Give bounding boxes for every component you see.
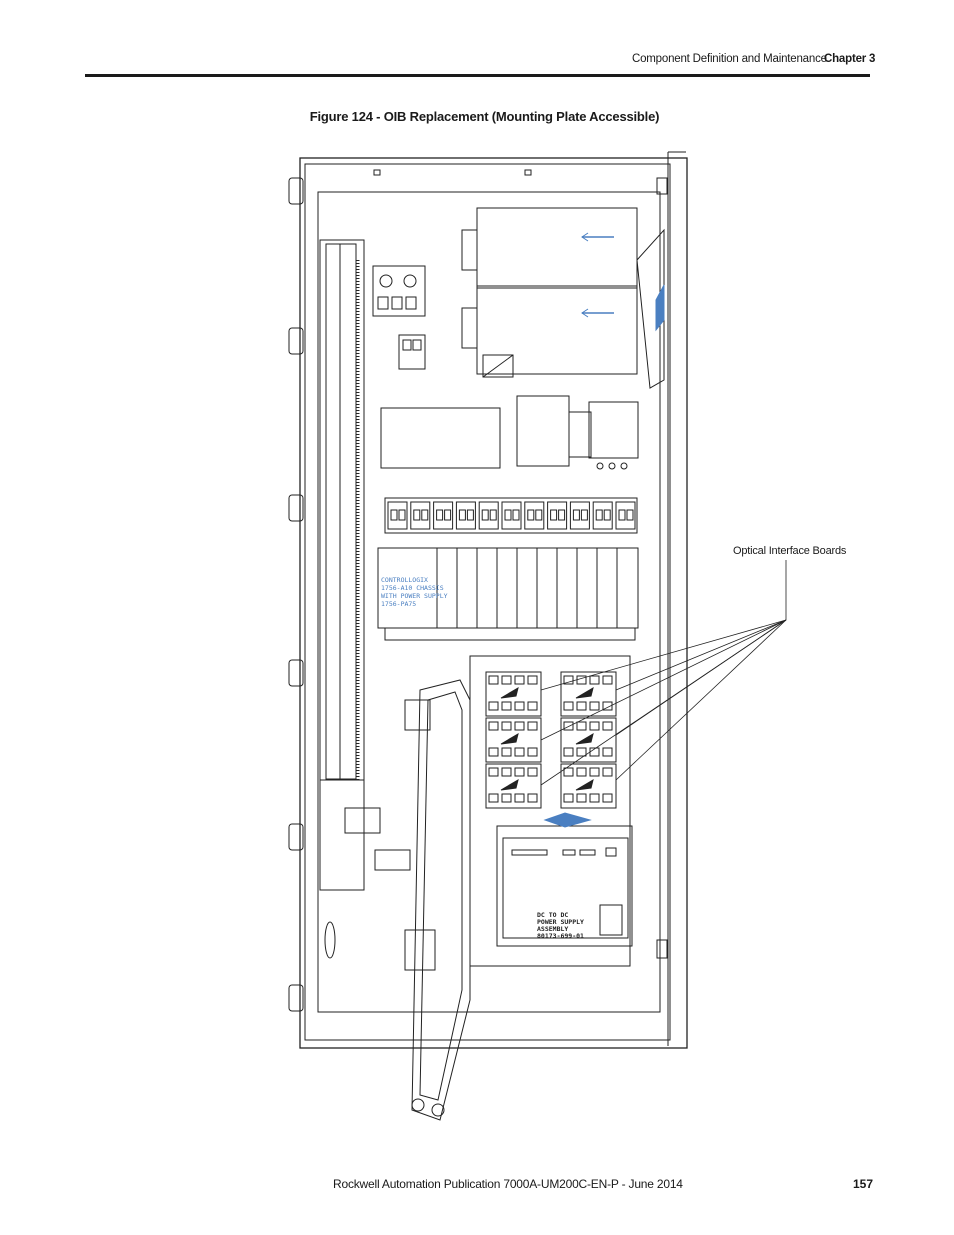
plc-label-line-2: 1756-A10 CHASSIS bbox=[381, 584, 444, 592]
plc-label-line-4: 1756-PA75 bbox=[381, 600, 416, 608]
figure-caption: Figure 124 - OIB Replacement (Mounting P… bbox=[309, 109, 660, 124]
optical-interface-board bbox=[560, 763, 617, 809]
relay bbox=[501, 501, 522, 530]
psu-label-line-3: ASSEMBLY bbox=[537, 925, 568, 933]
header-section-title: Component Definition and Maintenance bbox=[632, 53, 827, 65]
middle-components bbox=[380, 395, 639, 470]
relay bbox=[387, 501, 408, 530]
controllogix-chassis bbox=[377, 547, 639, 641]
relay bbox=[547, 501, 568, 530]
psu-label-line-2: POWER SUPPLY bbox=[537, 918, 584, 926]
psu-label-line-4: 80173-699-01 bbox=[537, 932, 584, 940]
callout-leader bbox=[615, 619, 787, 781]
psu-label-line-1: DC TO DC bbox=[537, 911, 568, 919]
callout-leader bbox=[540, 619, 787, 691]
optical-interface-board bbox=[485, 763, 542, 809]
plc-chassis-label: CONTROLLOGIX 1756-A10 CHASSIS WITH POWER… bbox=[381, 576, 448, 608]
callout-leader bbox=[540, 619, 787, 786]
optical-interface-board bbox=[485, 671, 542, 717]
oib-area bbox=[469, 655, 631, 967]
open-door-panel bbox=[324, 679, 471, 1121]
header-rule bbox=[85, 74, 870, 77]
optical-interface-board bbox=[560, 671, 617, 717]
dc-dc-power-supply bbox=[496, 812, 633, 947]
relay bbox=[433, 501, 454, 530]
page-number: 157 bbox=[853, 1177, 874, 1191]
callout-leader bbox=[615, 619, 787, 691]
relay bbox=[569, 501, 590, 530]
callout-leader-lines bbox=[540, 560, 787, 786]
top-power-modules bbox=[461, 207, 665, 389]
callout-leader bbox=[540, 619, 787, 741]
header-chapter: Chapter 3 bbox=[824, 53, 876, 65]
oib-callout-label: Optical Interface Boards bbox=[733, 545, 847, 557]
relay bbox=[455, 501, 476, 530]
relay bbox=[410, 501, 431, 530]
optical-interface-board bbox=[560, 717, 617, 763]
relay bbox=[592, 501, 613, 530]
relay bbox=[524, 501, 545, 530]
plc-label-line-3: WITH POWER SUPPLY bbox=[381, 592, 448, 600]
psu-label: DC TO DC POWER SUPPLY ASSEMBLY 80173-699… bbox=[537, 911, 584, 940]
upper-terminal-blocks bbox=[372, 265, 426, 370]
relay-row bbox=[384, 497, 638, 534]
cabinet-frame bbox=[288, 151, 688, 1049]
left-wireway bbox=[319, 239, 365, 891]
relay bbox=[615, 501, 636, 530]
relay bbox=[478, 501, 499, 530]
plc-label-line-1: CONTROLLOGIX bbox=[381, 576, 428, 584]
footer-publication: Rockwell Automation Publication 7000A-UM… bbox=[333, 1177, 683, 1191]
